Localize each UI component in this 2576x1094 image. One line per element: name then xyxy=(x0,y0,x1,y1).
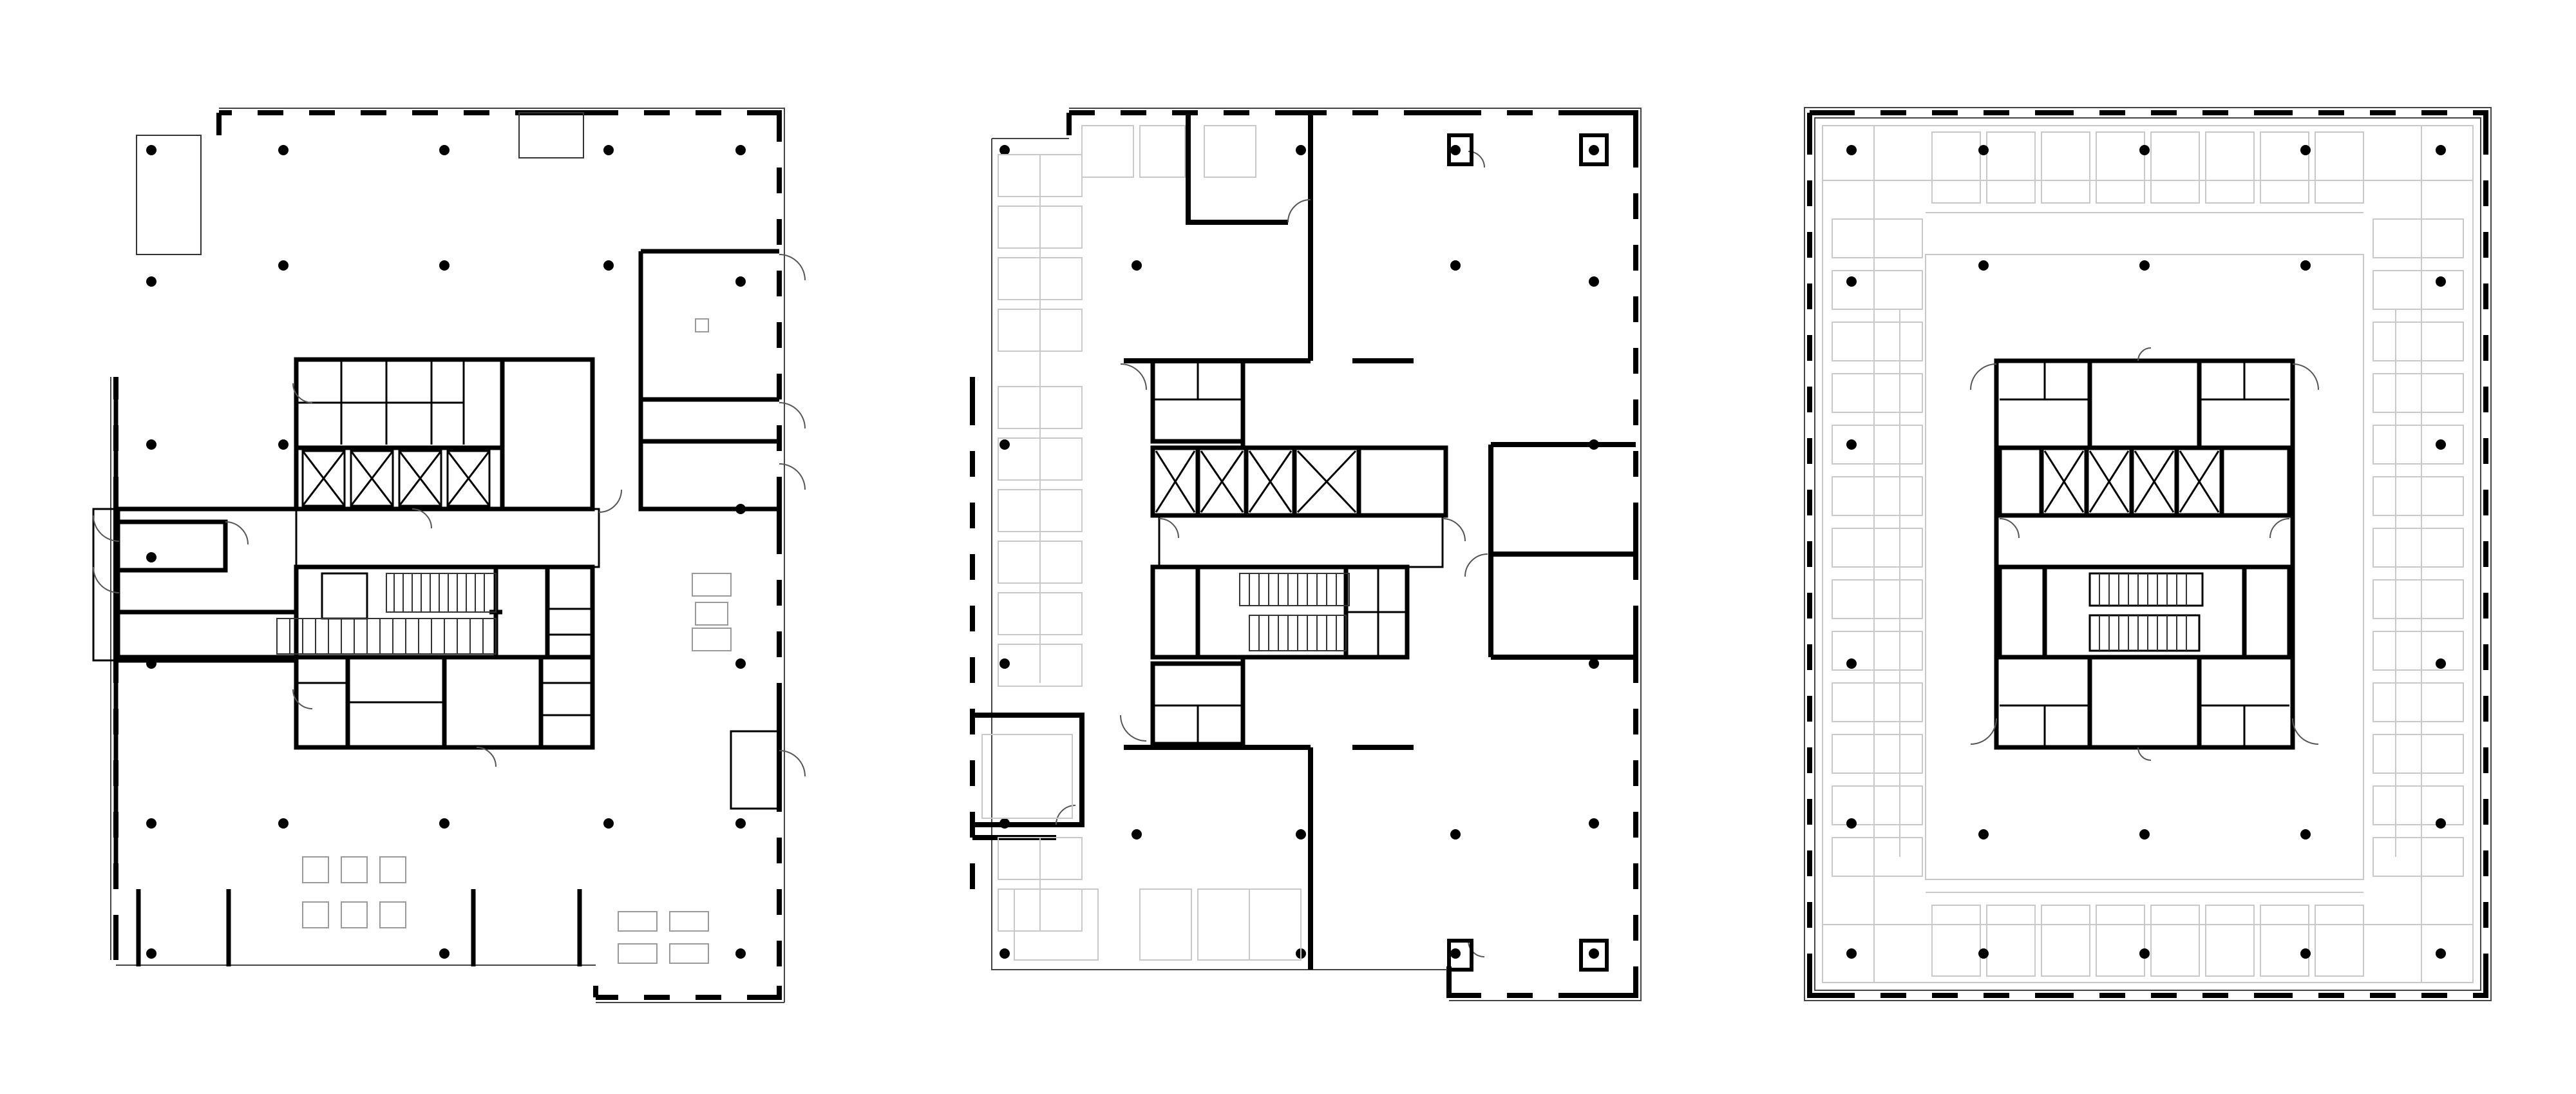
left-door-swings xyxy=(93,254,806,777)
right-stair xyxy=(2099,573,2187,651)
right-facade-glazing xyxy=(1804,107,2492,1001)
left-facade-windows xyxy=(110,108,785,1003)
right-columns xyxy=(1846,145,2446,959)
left-columns xyxy=(146,145,746,959)
middle-desk-clusters xyxy=(981,125,1302,961)
plan-right-open-floor xyxy=(1804,107,2492,1001)
left-core-thin xyxy=(296,360,592,716)
middle-facade-piers xyxy=(969,110,1639,999)
left-stair xyxy=(276,573,497,655)
left-bay-top xyxy=(136,112,584,255)
right-door-swings xyxy=(1970,347,2319,761)
right-core xyxy=(1994,358,2295,750)
plan-middle-typical-floor xyxy=(969,108,1642,1001)
middle-core-thin xyxy=(1153,361,1444,744)
middle-facade-glazing xyxy=(991,108,1642,1001)
plan-left-ground-floor xyxy=(92,108,806,1003)
right-desk-units xyxy=(1832,131,2464,977)
right-desk-ring xyxy=(1822,125,2474,983)
right-outer-wall xyxy=(1807,110,2488,998)
right-facade-piers xyxy=(1806,110,2489,999)
middle-interior-walls xyxy=(972,113,1636,970)
right-core-thin xyxy=(2000,361,2289,747)
middle-stair xyxy=(1239,573,1350,651)
middle-small-rooms xyxy=(1447,133,1609,972)
left-furniture xyxy=(302,318,732,964)
